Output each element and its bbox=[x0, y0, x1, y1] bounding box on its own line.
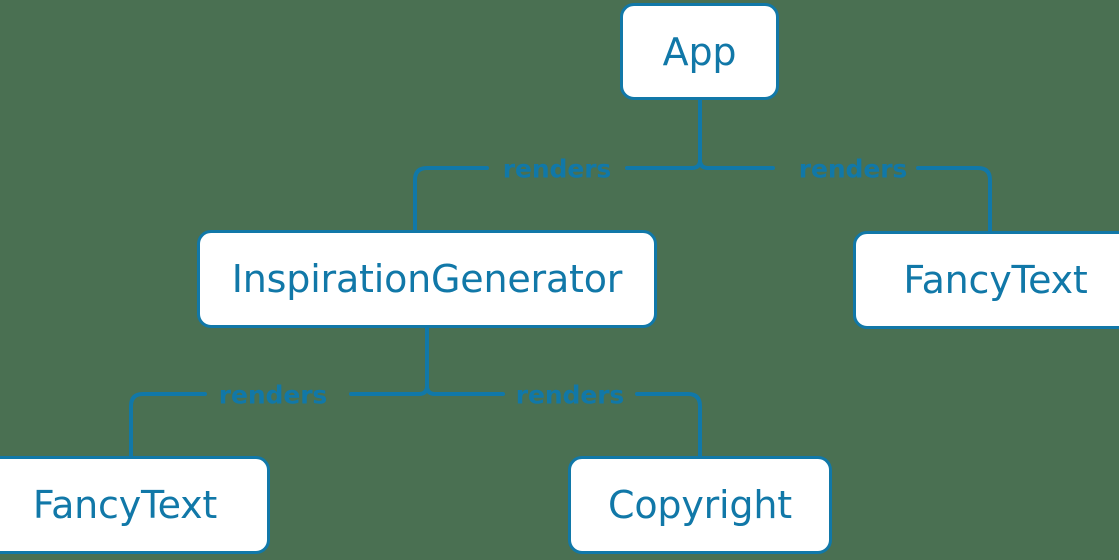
edge-app-to-inspiration-generator bbox=[413, 166, 489, 232]
node-copyright[interactable]: Copyright bbox=[568, 456, 832, 554]
edge-app-stem-right bbox=[698, 158, 775, 170]
node-fancy-text-right-label: FancyText bbox=[903, 258, 1088, 302]
edge-inspiration-stem bbox=[349, 326, 429, 396]
edge-label-inspiration-to-fancy-text-bottom: renders bbox=[209, 382, 337, 408]
node-app-label: App bbox=[662, 29, 737, 74]
edge-inspiration-to-fancy-text-bottom bbox=[129, 392, 207, 458]
edge-inspiration-to-copyright bbox=[635, 392, 702, 458]
node-inspiration-generator-label: InspirationGenerator bbox=[231, 257, 623, 301]
node-app[interactable]: App bbox=[620, 3, 779, 100]
edge-label-app-to-inspiration-generator: renders bbox=[493, 156, 621, 182]
node-fancy-text-right[interactable]: FancyText bbox=[853, 231, 1119, 329]
edge-label-inspiration-to-copyright: renders bbox=[506, 382, 634, 408]
edge-app-to-fancy-text-right bbox=[916, 166, 992, 233]
edge-app-stem bbox=[625, 98, 702, 170]
edge-label-app-to-fancy-text-right: renders bbox=[789, 156, 917, 182]
node-inspiration-generator[interactable]: InspirationGenerator bbox=[197, 230, 657, 328]
node-copyright-label: Copyright bbox=[608, 483, 792, 527]
node-fancy-text-bottom-label: FancyText bbox=[32, 483, 218, 527]
edge-inspiration-stem-right bbox=[425, 384, 505, 396]
node-fancy-text-bottom[interactable]: FancyText bbox=[0, 456, 270, 554]
